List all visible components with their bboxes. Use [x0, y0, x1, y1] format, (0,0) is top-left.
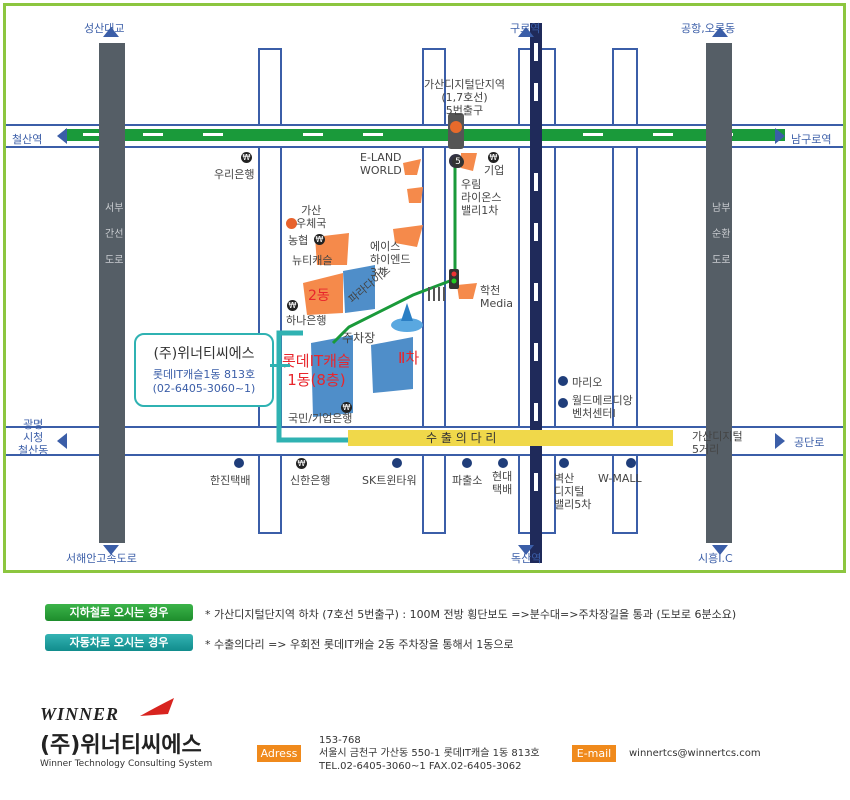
place-marker: [558, 376, 568, 386]
callout-phone: (02-6405-3060~1): [152, 382, 256, 395]
place-gasan-post: 가산 우체국: [296, 204, 327, 230]
place-marker: [392, 458, 402, 468]
place-eland-world: E-LAND WORLD: [360, 151, 402, 177]
place-sk-twin: SK트윈타워: [362, 474, 417, 487]
place-hyundai: 현대 택배: [492, 470, 513, 496]
address-zip: 153-768: [319, 735, 361, 746]
road-name-west: 서부간선도로: [105, 203, 124, 266]
place-byeoksan: 벽산 디지털 밸리5차: [554, 472, 592, 511]
car-directions-button[interactable]: 자동차로 오시는 경우: [45, 634, 193, 651]
bank-icon: ₩: [296, 458, 307, 469]
place-parking: 주차장: [342, 331, 376, 345]
car-directions-text: * 수출의다리 => 우회전 롯데IT캐슬 2동 주차장을 통해서 1동으로: [205, 638, 514, 651]
callout-company-name: (주)위너티씨에스: [153, 346, 255, 362]
station-guro: 구로역: [510, 22, 541, 35]
place-world-meridian: 월드메르디앙 벤처센터Ⅰ: [572, 394, 633, 420]
label-siheung-ic: 시흥I.C: [698, 552, 733, 565]
subway-directions-button[interactable]: 지하철로 오시는 경우: [45, 604, 193, 621]
bank-icon: ₩: [488, 152, 499, 163]
road-network: [6, 23, 843, 563]
callout-address: 롯데IT캐슬1동 813호: [152, 368, 256, 381]
station-seongsan: 성산대교: [84, 22, 125, 35]
road-name-south: 남부순환도로: [712, 203, 731, 266]
place-marker: [498, 458, 508, 468]
bank-icon: ₩: [341, 402, 352, 413]
bridge-name: 수 출 의 다 리: [426, 431, 497, 445]
suchul-bridge: [348, 430, 673, 446]
post-office-icon: [286, 218, 297, 229]
address-tag: Adress: [257, 745, 301, 762]
bank-icon: ₩: [241, 152, 252, 163]
place-police-box: 파출소: [452, 474, 483, 487]
place-marker: [462, 458, 472, 468]
place-hana-bank: 하나은행: [286, 314, 327, 327]
location-map: 성산대교 구로역 공항,오류동 철산역 남구로역 광명 시청 철산동 공단로 서…: [3, 3, 846, 573]
place-marker: [626, 458, 636, 468]
subway-directions-text: * 가산디지털단지역 하차 (7호선 5번출구) : 100M 전방 횡단보도 …: [205, 608, 737, 621]
station-gwangmyeong: 광명 시청 철산동: [18, 418, 49, 457]
place-marker: [234, 458, 244, 468]
building-2: 2동: [308, 288, 330, 304]
company-callout: (주)위너티씨에스 롯데IT캐슬1동 813호 (02-6405-3060~1): [134, 333, 274, 407]
car-route: [276, 330, 348, 443]
station-cheolsan: 철산역: [12, 133, 43, 146]
exit-number-badge: 5: [452, 156, 464, 168]
label-gongdan-ro: 공단로: [794, 436, 825, 449]
place-wmall: W-MALL: [598, 472, 642, 485]
callout-pointer: [270, 364, 290, 367]
fountain-icon: [391, 318, 423, 332]
bank-icon: ₩: [287, 300, 298, 311]
company-logo: WINNER (주)위너티씨에스 Winner Technology Consu…: [40, 698, 240, 784]
place-beauty-castle: 뉴티캐슬: [292, 254, 333, 267]
bank-icon: ₩: [314, 234, 325, 245]
logo-company-name: (주)위너티씨에스: [40, 733, 202, 758]
subway-line-7: [65, 129, 785, 141]
address-line: 서울시 금천구 가산동 550-1 롯데IT캐슬 1동 813호: [319, 748, 540, 759]
station-airport-oryu: 공항,오류동: [681, 22, 736, 35]
place-shinhan: 신한은행: [290, 474, 331, 487]
place-marker: [559, 458, 569, 468]
label-gasan-5way: 가산디지털 5거리: [692, 430, 743, 456]
place-hakcheon: 학천 Media: [480, 284, 514, 310]
place-nonghyup: 농협: [288, 234, 309, 247]
logo-english: Winner Technology Consulting System: [40, 759, 213, 769]
station-namguro: 남구로역: [791, 133, 832, 146]
label-west-coast-highway: 서해안고속도로: [66, 552, 137, 565]
place-lotte-second: Ⅱ차: [398, 349, 420, 367]
place-mario: 마리오: [572, 376, 603, 389]
logo-swoosh-icon: [140, 698, 174, 716]
place-hanjin: 한진택배: [210, 474, 251, 487]
place-woorim: 우림 라이온스 밸리1차: [461, 178, 502, 217]
email-tag: E-mail: [572, 745, 616, 762]
logo-word: WINNER: [40, 704, 120, 724]
place-woori-bank: 우리은행: [214, 168, 255, 181]
place-kookmin: 국민/기업은행: [288, 412, 353, 425]
station-gasan-digital: 가산디지털단지역 (1,7호선) 5번출구: [424, 78, 505, 117]
station-doksan: 독산역: [511, 552, 542, 565]
email-address[interactable]: winnertcs@winnertcs.com: [629, 748, 761, 759]
phone-fax: TEL.02-6405-3060~1 FAX.02-6405-3062: [319, 761, 522, 772]
place-marker: [558, 398, 568, 408]
place-ace-hiend: 에이스 하이엔드 3차: [370, 240, 411, 279]
place-industrial-bank: 기업: [484, 164, 505, 177]
place-lotte-it-castle: 롯데IT캐슬 1동(8층): [282, 352, 351, 389]
